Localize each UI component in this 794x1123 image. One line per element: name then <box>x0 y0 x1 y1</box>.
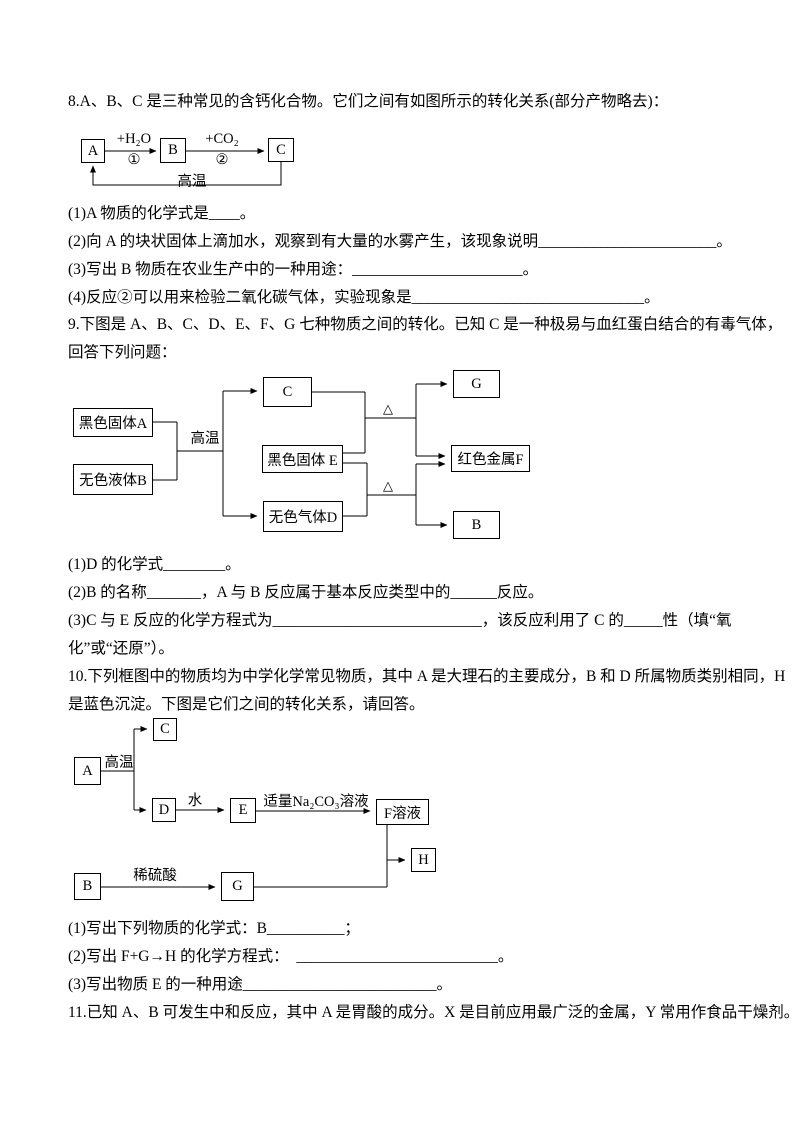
q10-na2co3-label: 适量Na₂CO₃溶液 <box>263 794 369 810</box>
q10-dilute-acid-label: 稀硫酸 <box>133 868 177 884</box>
q8-arrow2-num: ② <box>215 152 229 168</box>
q9-stem-line2: 回答下列问题： <box>68 344 177 361</box>
q10-box-f-solution: F溶液 <box>376 799 429 825</box>
q10-box-a: A <box>74 757 101 785</box>
q9-part-3-line1: (3)C 与 E 反应的化学方程式为______________________… <box>68 612 732 629</box>
q10-box-e: E <box>230 798 256 823</box>
q8-part-2: (2)向 A 的块状固体上滴加水，观察到有大量的水雾产生，该现象说明______… <box>68 233 732 250</box>
q9-box-b: B <box>453 511 500 539</box>
q11-stem: 11.已知 A、B 可发生中和反应，其中 A 是胃酸的成分。X 是目前应用最广泛… <box>68 1004 794 1021</box>
q10-diagram: C A D E F溶液 H B G 高温 水 适量Na₂CO₃溶液 稀硫酸 <box>70 716 445 906</box>
q8-box-b: B <box>160 138 186 163</box>
q8-high-temp-label: 高温 <box>177 174 207 190</box>
q8-stem: 8.A、B、C 是三种常见的含钙化合物。它们之间有如图所示的转化关系(部分产物略… <box>68 93 669 110</box>
q8-part-4: (4)反应②可以用来检验二氧化碳气体，实验现象是________________… <box>68 289 660 306</box>
q10-box-b: B <box>74 873 101 900</box>
q10-part-3: (3)写出物质 E 的一种用途_________________________… <box>68 976 453 993</box>
q9-delta-icon-1: △ <box>383 401 393 416</box>
connector-lines <box>153 381 448 528</box>
q10-diagram-wires <box>101 726 406 890</box>
q9-box-c: C <box>263 377 312 407</box>
q10-water-label: 水 <box>187 793 203 809</box>
q8-arrow1-num: ① <box>127 152 141 168</box>
q9-diagram-wires <box>153 381 448 528</box>
q9-diagram: 黑色固体A 无色液体B C 黑色固体 E 无色气体D G 红色金属F B 高温 … <box>70 368 545 546</box>
q9-box-black-solid-a: 黑色固体A <box>73 408 153 437</box>
q9-box-colorless-gas-d: 无色气体D <box>263 501 343 532</box>
q8-box-c: C <box>268 138 294 162</box>
connector-lines <box>90 148 282 186</box>
q9-part-2: (2)B 的名称_______，A 与 B 反应属于基本反应类型中的______… <box>68 584 544 601</box>
q8-diagram-wires <box>90 148 282 186</box>
q10-part-1: (1)写出下列物质的化学式：B__________； <box>68 920 360 937</box>
q8-diagram: A B C +H₂O ① +CO₂ ② 高温 <box>78 131 310 193</box>
q10-box-d: D <box>152 798 176 822</box>
q10-box-g: G <box>221 872 254 901</box>
q9-delta-icon-2: △ <box>383 478 393 493</box>
q8-arrow1-label: +H₂O <box>116 131 152 147</box>
q10-stem-line2: 是蓝色沉淀。下图是它们之间的转化关系，请回答。 <box>68 696 425 713</box>
q9-box-colorless-liquid-b: 无色液体B <box>73 464 153 495</box>
q8-arrow2-label: +CO₂ <box>205 131 239 147</box>
q9-high-temp-label: 高温 <box>190 431 220 447</box>
q9-part-1: (1)D 的化学式________。 <box>68 556 241 573</box>
connector-lines <box>101 726 406 890</box>
q8-box-a: A <box>81 139 105 163</box>
q10-box-c: C <box>153 718 177 741</box>
q8-part-1: (1)A 物质的化学式是____。 <box>68 205 256 222</box>
q9-box-black-solid-e: 黑色固体 E <box>262 445 343 473</box>
q8-part-3: (3)写出 B 物质在农业生产中的一种用途：__________________… <box>68 261 539 278</box>
q10-stem-line1: 10.下列框图中的物质均为中学化学常见物质，其中 A 是大理石的主要成分，B 和… <box>68 668 786 685</box>
q10-box-h: H <box>411 848 436 872</box>
q10-high-temp-label: 高温 <box>104 755 134 771</box>
q9-stem-line1: 9.下图是 A、B、C、D、E、F、G 七种物质之间的转化。已知 C 是一种极易… <box>68 316 783 333</box>
q9-part-3-line2: 化”或“还原”）。 <box>68 640 174 657</box>
q9-box-red-metal-f: 红色金属F <box>451 445 530 472</box>
q10-part-2: (2)写出 F+G→H 的化学方程式： ____________________… <box>68 948 514 965</box>
q9-box-g: G <box>453 370 500 398</box>
